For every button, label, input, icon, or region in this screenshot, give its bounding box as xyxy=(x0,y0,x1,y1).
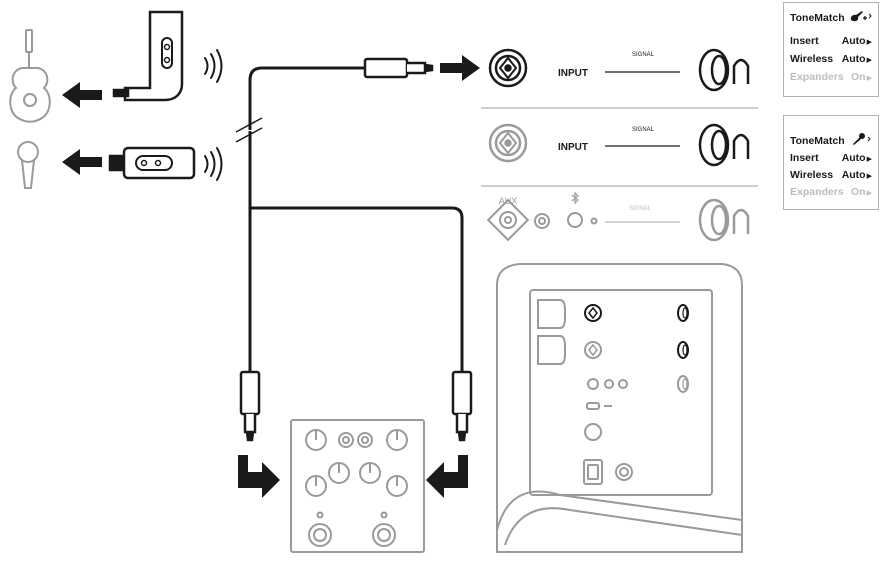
settings-row: ToneMatch xyxy=(790,10,872,26)
setting-value: Auto xyxy=(841,53,866,65)
quarter-inch-plug-icon xyxy=(451,370,473,442)
speaker-system xyxy=(496,263,743,553)
setting-value: Auto xyxy=(841,152,866,164)
arrow-to-pedal-input-icon xyxy=(238,455,280,498)
setting-value: Auto xyxy=(841,169,866,181)
microphone-icon xyxy=(17,141,39,189)
insert-cable xyxy=(248,66,464,372)
chevron-right-icon: ▶ xyxy=(866,173,872,180)
quarter-inch-plug-icon xyxy=(363,57,434,79)
setting-name: Wireless xyxy=(790,53,834,65)
chevron-right-icon: ▶ xyxy=(866,75,872,82)
settings-row: ToneMatch xyxy=(790,133,872,149)
setting-value: Auto xyxy=(841,35,866,47)
setting-name: Insert xyxy=(790,152,819,164)
settings-row: Wireless Auto▶ xyxy=(790,167,872,183)
setting-name: ToneMatch xyxy=(790,135,845,147)
signal-label: SIGNAL xyxy=(632,52,655,58)
guitar-icon xyxy=(850,10,872,27)
setting-name: Expanders xyxy=(790,71,844,83)
wireless-signal-icon xyxy=(204,49,223,83)
gain-knob-icon xyxy=(698,198,750,242)
gain-knob-icon xyxy=(698,123,750,167)
quarter-inch-plug-icon xyxy=(239,370,261,442)
chevron-right-icon: ▶ xyxy=(866,190,872,197)
cable-break-mark xyxy=(235,117,263,143)
arrow-to-microphone-icon xyxy=(62,149,102,175)
settings-row: Insert Auto▶ xyxy=(790,150,872,166)
wireless-signal-icon xyxy=(204,147,223,181)
chevron-right-icon: ▶ xyxy=(866,57,872,64)
channel-strip: INPUT SIGNAL INPUT SIGNAL AUX SIGNAL xyxy=(481,48,758,242)
input-label: INPUT xyxy=(558,142,588,153)
chevron-right-icon: ▶ xyxy=(866,156,872,163)
signal-label: SIGNAL xyxy=(632,127,655,133)
signal-label: SIGNAL xyxy=(629,206,652,212)
setting-name: Wireless xyxy=(790,169,834,181)
settings-panel-guitar: ToneMatch Insert Auto▶ Wireless Auto▶ Ex… xyxy=(783,2,879,97)
setting-name: Insert xyxy=(790,35,819,47)
settings-row: Insert Auto▶ xyxy=(790,33,872,49)
arrow-to-input-icon xyxy=(440,55,480,81)
settings-row: Expanders On▶ xyxy=(790,69,872,85)
settings-row: Wireless Auto▶ xyxy=(790,51,872,67)
settings-panel-microphone: ToneMatch Insert Auto▶ Wireless Auto▶ Ex… xyxy=(783,115,879,210)
effects-pedal xyxy=(290,419,425,553)
input-label: INPUT xyxy=(558,68,588,79)
setting-value: On xyxy=(851,186,866,198)
guitar-transmitter-icon xyxy=(112,10,184,102)
setting-name: ToneMatch xyxy=(790,12,845,24)
combo-input-jack-icon xyxy=(488,123,528,163)
setting-value: On xyxy=(851,71,866,83)
settings-row: Expanders On▶ xyxy=(790,184,872,200)
setting-name: Expanders xyxy=(790,186,844,198)
arrow-to-pedal-output-icon xyxy=(426,455,468,498)
microphone-transmitter-icon xyxy=(108,146,196,180)
arrow-to-guitar-icon xyxy=(62,82,102,108)
aux-label: AUX xyxy=(499,196,518,206)
acoustic-guitar-icon xyxy=(9,29,51,123)
microphone-icon xyxy=(850,133,872,150)
chevron-right-icon: ▶ xyxy=(866,39,872,46)
aux-jack-icon xyxy=(486,198,550,242)
combo-input-jack-icon xyxy=(488,48,528,88)
bluetooth-button-icon xyxy=(567,191,598,228)
gain-knob-icon xyxy=(698,48,750,92)
